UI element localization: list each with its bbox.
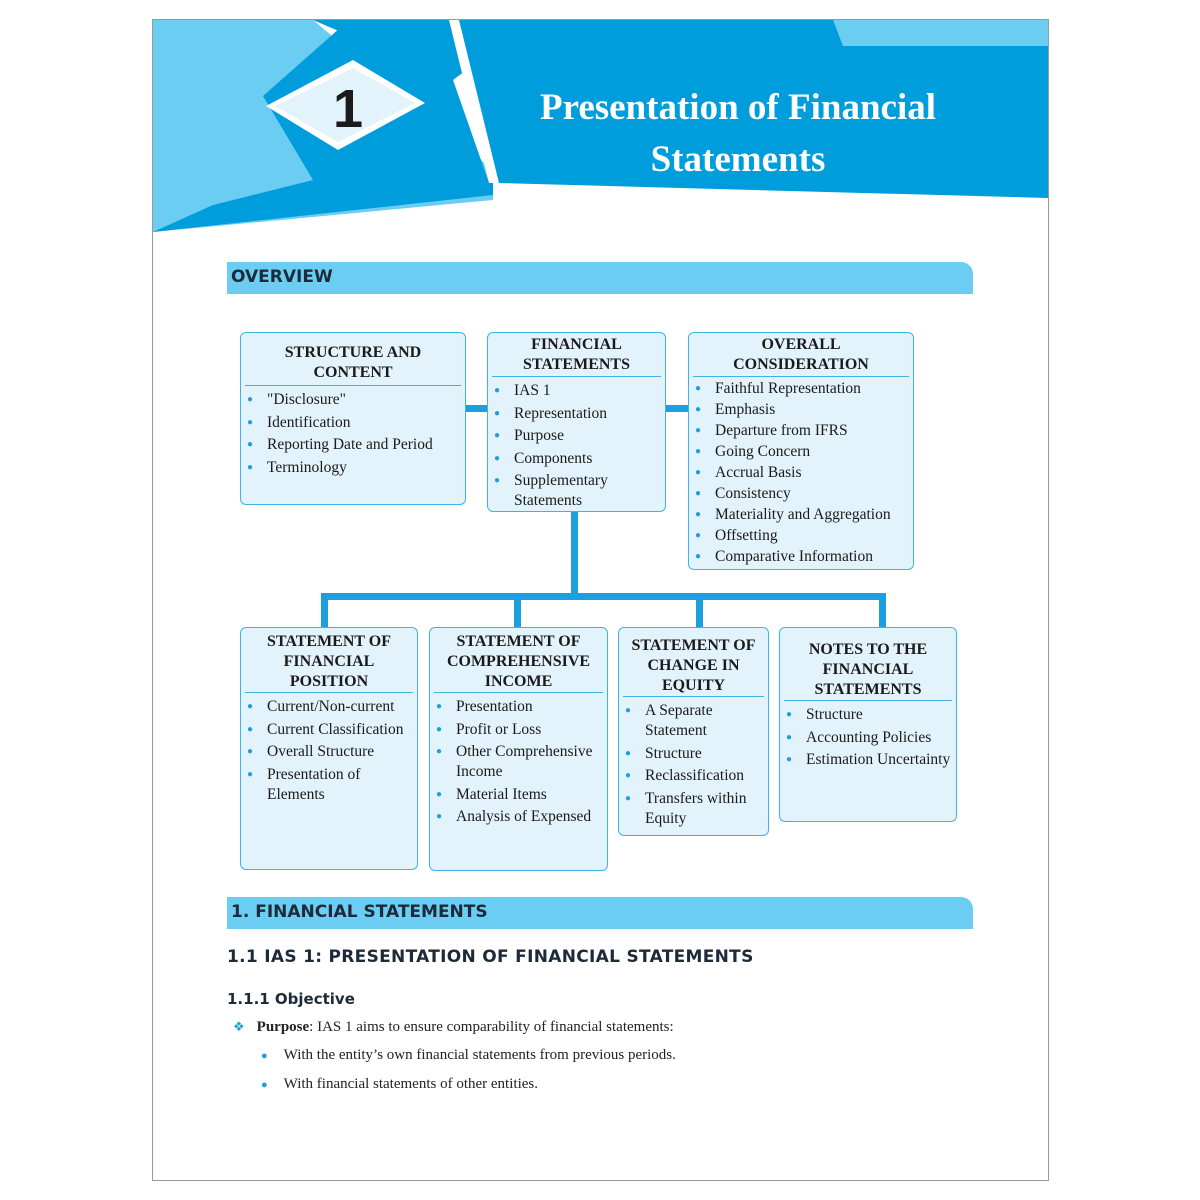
list-item: Estimation Uncertainty [780, 750, 956, 770]
chapter-title: Presentation of Financial Statements [493, 82, 983, 186]
chapter-title-line-1: Presentation of Financial [539, 87, 936, 128]
box-list: Faithful Representation Emphasis Departu… [689, 379, 913, 567]
list-item: Components [488, 449, 665, 469]
box-overall-consideration: OVERALL CONSIDERATION Faithful Represent… [688, 332, 914, 570]
list-item: Current/Non-current [241, 697, 417, 717]
box-list: Presentation Profit or Loss Other Compre… [430, 697, 607, 827]
box-title: OVERALL CONSIDERATION [693, 333, 909, 377]
list-item: Analysis of Expensed [430, 807, 607, 827]
section-1-heading-bar: 1. FINANCIAL STATEMENTS [227, 897, 973, 929]
connector-drop-3 [696, 593, 703, 629]
list-item: Supplementary Statements [488, 471, 665, 511]
section-1-heading: 1. FINANCIAL STATEMENTS [231, 902, 488, 922]
list-item: Reporting Date and Period [241, 435, 465, 455]
chapter-banner: 1 Presentation of Financial Statements [153, 20, 1048, 280]
box-financial-statements: FINANCIAL STATEMENTS IAS 1 Representatio… [487, 332, 666, 512]
list-item: Representation [488, 404, 665, 424]
list-item: Terminology [241, 458, 465, 478]
overview-heading-bar: OVERVIEW [227, 262, 973, 294]
box-statement-of-change-in-equity: STATEMENT OF CHANGE IN EQUITY A Separate… [618, 627, 769, 836]
overview-heading: OVERVIEW [231, 267, 333, 287]
list-item: Going Concern [689, 442, 913, 462]
connector-vertical [571, 511, 578, 599]
box-title: STATEMENT OF CHANGE IN EQUITY [623, 628, 764, 697]
list-item: Profit or Loss [430, 720, 607, 740]
bullet-text: With the entity’s own financial statemen… [283, 1047, 676, 1063]
connector-drop-2 [514, 593, 521, 629]
box-statement-of-comprehensive-income: STATEMENT OF COMPREHENSIVE INCOME Presen… [429, 627, 608, 871]
connector-drop-4 [879, 593, 886, 629]
purpose-label: Purpose [256, 1019, 310, 1035]
list-item: Structure [619, 744, 768, 764]
connector-left [466, 405, 488, 412]
list-item: Purpose [488, 426, 665, 446]
box-title: NOTES TO THE FINANCIAL STATEMENTS [784, 628, 952, 701]
box-statement-of-financial-position: STATEMENT OF FINANCIAL POSITION Current/… [240, 627, 418, 870]
list-item: Overall Structure [241, 742, 417, 762]
list-item: IAS 1 [488, 381, 665, 401]
box-list: "Disclosure" Identification Reporting Da… [241, 390, 465, 478]
list-item: A Separate Statement [619, 701, 768, 741]
list-item: Emphasis [689, 400, 913, 420]
list-item: Transfers within Equity [619, 789, 768, 829]
box-list: Current/Non-current Current Classificati… [241, 697, 417, 805]
diamond-bullet-icon: ❖ [233, 1019, 245, 1034]
chapter-number: 1 [332, 79, 364, 139]
box-list: A Separate Statement Structure Reclassif… [619, 701, 768, 829]
bullet-paragraph-2: ● With financial statements of other enti… [261, 1076, 538, 1093]
purpose-text: : IAS 1 aims to ensure comparability of … [309, 1019, 674, 1035]
bullet-paragraph-1: ● With the entity’s own financial stateme… [261, 1047, 676, 1064]
list-item: Consistency [689, 484, 913, 504]
connector-horizontal [321, 593, 886, 600]
list-item: Accrual Basis [689, 463, 913, 483]
list-item: Presentation of Elements [241, 765, 417, 805]
box-title: STATEMENT OF FINANCIAL POSITION [245, 628, 413, 693]
box-title: FINANCIAL STATEMENTS [492, 333, 661, 377]
sub-sub-heading: 1.1.1 Objective [227, 990, 355, 1008]
list-item: Departure from IFRS [689, 421, 913, 441]
box-list: Structure Accounting Policies Estimation… [780, 705, 956, 770]
bullet-icon: ● [261, 1050, 268, 1062]
connector-drop-1 [321, 593, 328, 629]
banner-graphic [153, 20, 1048, 232]
list-item: Current Classification [241, 720, 417, 740]
purpose-paragraph: ❖ Purpose: IAS 1 aims to ensure comparabi… [233, 1019, 674, 1036]
list-item: Materiality and Aggregation [689, 505, 913, 525]
sub-heading: 1.1 IAS 1: PRESENTATION OF FINANCIAL STA… [227, 947, 754, 967]
box-structure-and-content: STRUCTURE AND CONTENT "Disclosure" Ident… [240, 332, 466, 505]
box-title: STATEMENT OF COMPREHENSIVE INCOME [434, 628, 603, 693]
list-item: Identification [241, 413, 465, 433]
box-title: STRUCTURE AND CONTENT [245, 333, 461, 386]
list-item: Faithful Representation [689, 379, 913, 399]
list-item: Structure [780, 705, 956, 725]
list-item: Offsetting [689, 526, 913, 546]
list-item: Material Items [430, 785, 607, 805]
chapter-title-line-2: Statements [650, 139, 826, 180]
bullet-text: With financial statements of other entit… [283, 1076, 538, 1092]
box-list: IAS 1 Representation Purpose Components … [488, 381, 665, 511]
list-item: Other Comprehensive Income [430, 742, 607, 782]
list-item: Presentation [430, 697, 607, 717]
list-item: "Disclosure" [241, 390, 465, 410]
document-page: 1 Presentation of Financial Statements O… [152, 19, 1049, 1181]
connector-right [666, 405, 688, 412]
list-item: Accounting Policies [780, 728, 956, 748]
list-item: Reclassification [619, 766, 768, 786]
box-notes-to-financial-statements: NOTES TO THE FINANCIAL STATEMENTS Struct… [779, 627, 957, 822]
list-item: Comparative Information [689, 547, 913, 567]
bullet-icon: ● [261, 1079, 268, 1091]
